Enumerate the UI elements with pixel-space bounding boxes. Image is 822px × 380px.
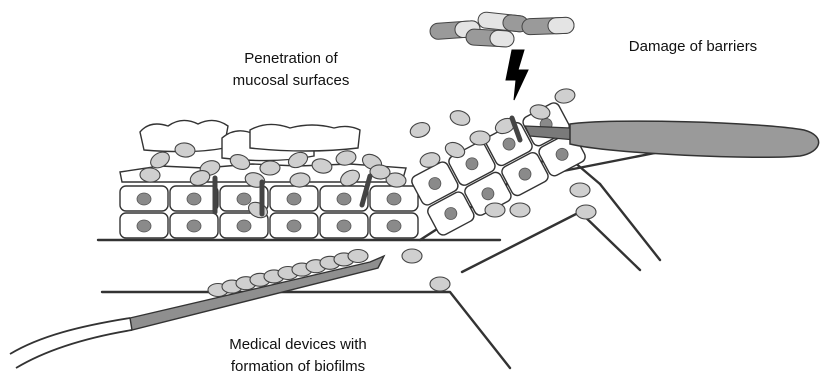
yeast-cell	[554, 87, 576, 104]
cell-nucleus	[187, 193, 201, 205]
label-damage: Damage of barriers	[598, 36, 788, 58]
cell-nucleus	[187, 220, 201, 232]
yeast-cell	[576, 205, 596, 219]
biofilm-yeast-cell	[348, 250, 368, 263]
yeast-cell	[470, 131, 490, 145]
cell-nucleus	[387, 193, 401, 205]
cell-nucleus	[387, 220, 401, 232]
cell-nucleus	[287, 220, 301, 232]
lightning-bolt-icon	[506, 50, 528, 100]
cell-nucleus	[237, 220, 251, 232]
label-penetration-line2: mucosal surfaces	[196, 70, 386, 92]
cell-nucleus	[237, 193, 251, 205]
yeast-cell	[260, 161, 280, 176]
cell-nucleus	[137, 193, 151, 205]
yeast-cell	[408, 120, 431, 140]
label-medical-line2: formation of biofilms	[198, 356, 398, 378]
label-medical-devices: Medical devices with formation of biofil…	[198, 334, 398, 378]
yeast-cell	[402, 249, 422, 263]
epithelial-cells-left	[120, 186, 418, 238]
cell-nucleus	[137, 220, 151, 232]
yeast-cell	[430, 277, 450, 291]
capsule-icon	[430, 11, 575, 47]
yeast-cell	[485, 203, 505, 217]
yeast-cell	[448, 108, 471, 127]
label-penetration-line1: Penetration of	[196, 48, 386, 70]
cell-nucleus	[337, 220, 351, 232]
label-penetration: Penetration of mucosal surfaces	[196, 48, 386, 92]
yeast-cell	[570, 183, 590, 197]
label-medical-line1: Medical devices with	[198, 334, 398, 356]
yeast-cell	[140, 167, 161, 182]
cell-nucleus	[287, 193, 301, 205]
yeast-cell	[510, 203, 530, 217]
cell-nucleus	[337, 193, 351, 205]
